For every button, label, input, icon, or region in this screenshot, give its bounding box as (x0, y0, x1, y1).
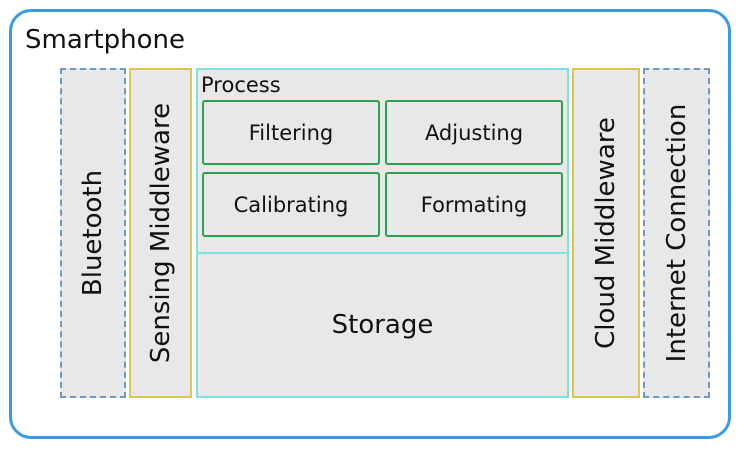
smartphone-frame (9, 9, 731, 439)
process-step-adjusting: Adjusting (385, 100, 563, 165)
bluetooth-block: Bluetooth (60, 68, 126, 398)
process-step-label: Adjusting (424, 120, 524, 145)
process-step-label: Formating (420, 192, 528, 217)
storage-block: Storage (196, 252, 569, 398)
internet-connection-label: Internet Connection (661, 103, 692, 363)
sensing-middleware-label: Sensing Middleware (145, 102, 176, 364)
bluetooth-label: Bluetooth (78, 169, 108, 297)
process-step-calibrating: Calibrating (202, 172, 380, 237)
storage-label: Storage (331, 310, 434, 340)
smartphone-title: Smartphone (25, 25, 186, 55)
sensing-middleware-block: Sensing Middleware (129, 68, 192, 398)
cloud-middleware-label: Cloud Middleware (591, 117, 621, 349)
process-step-formating: Formating (385, 172, 563, 237)
cloud-middleware-block: Cloud Middleware (572, 68, 640, 398)
process-step-label: Filtering (248, 120, 334, 145)
process-step-filtering: Filtering (202, 100, 380, 165)
process-title: Process (201, 73, 281, 97)
process-step-label: Calibrating (233, 192, 349, 217)
internet-connection-block: Internet Connection (643, 68, 710, 398)
